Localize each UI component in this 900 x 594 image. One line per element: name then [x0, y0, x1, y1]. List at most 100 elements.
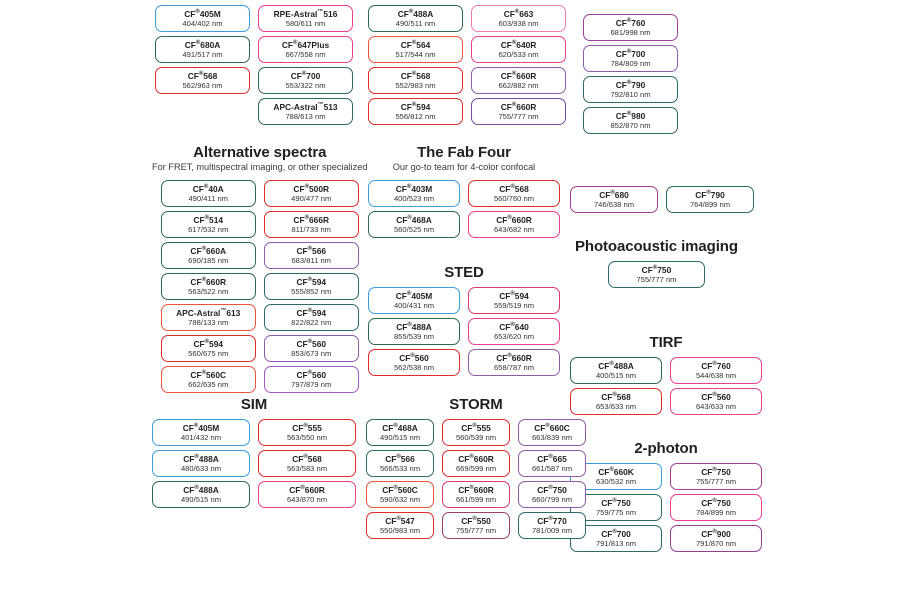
section-title: STORM [449, 396, 503, 413]
trademark-symbol: ® [514, 8, 520, 15]
trademark-symbol: ® [548, 454, 553, 461]
dye-wavelengths: 555/852 nm [291, 287, 332, 297]
dye-wavelengths: 788/133 nm [188, 318, 229, 328]
section-title: TIRF [649, 334, 683, 351]
dye-wavelengths: 643/682 nm [493, 225, 535, 235]
trademark-symbol: ® [204, 339, 210, 346]
dye-name: CF®488A [396, 322, 432, 332]
trademark-symbol: ® [472, 423, 477, 430]
dye-name: CF®700 [601, 529, 631, 539]
trademark-symbol: ® [198, 70, 204, 77]
trademark-symbol: ® [204, 215, 210, 222]
dye-wavelengths: 404/402 nm [182, 18, 223, 28]
trademark-symbol: ® [411, 39, 417, 46]
trademark-symbol: ® [609, 361, 614, 368]
dye-name: CF®405M [184, 8, 221, 19]
trademark-symbol: ® [712, 498, 717, 505]
section-title: STED [444, 264, 484, 281]
trademark-symbol: ® [626, 79, 632, 86]
dye-wavelengths: 690/185 nm [188, 256, 229, 266]
dye-name: CF®660R [458, 485, 494, 495]
